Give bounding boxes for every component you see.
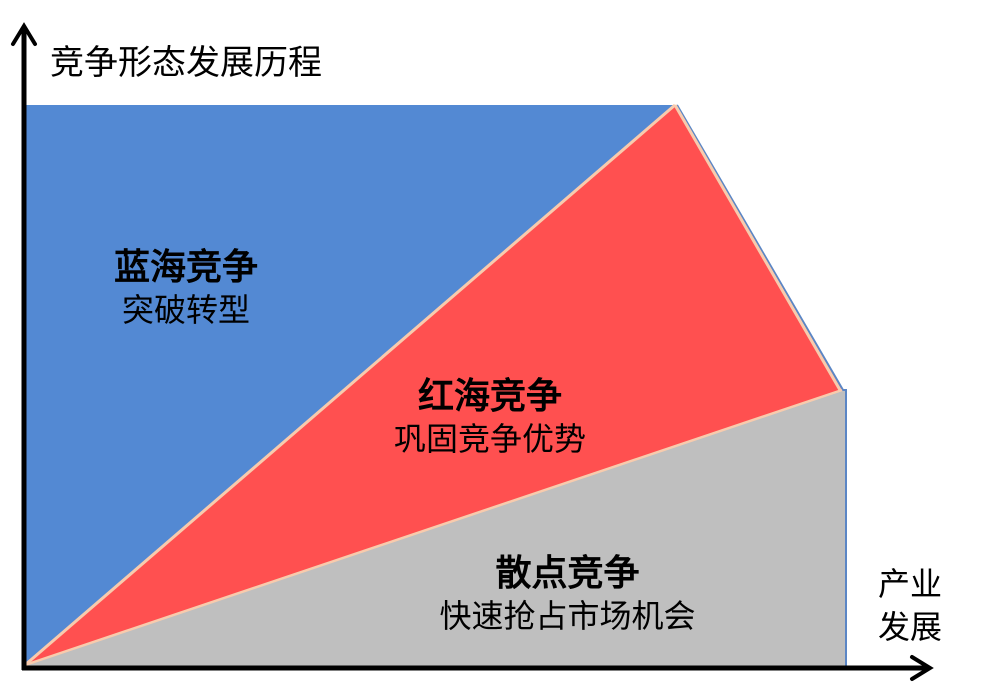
blue-ocean-label: 蓝海竞争 突破转型: [86, 246, 286, 330]
red-ocean-subtitle: 巩固竞争优势: [393, 420, 586, 458]
blue-ocean-title: 蓝海竞争: [113, 247, 258, 288]
red-ocean-title: 红海竞争: [417, 376, 562, 417]
y-axis-arrow-icon: [11, 22, 37, 46]
blue-ocean-subtitle: 突破转型: [121, 291, 250, 329]
x-axis-arrow-icon: [910, 655, 934, 681]
x-axis-label-line1: 产业: [878, 565, 943, 603]
scattered-label: 散点竞争 快速抢占市场机会: [400, 552, 735, 636]
separator-line-upper: [24, 103, 676, 667]
red-region-outer-edge: [676, 104, 847, 668]
red-ocean-label: 红海竞争 巩固竞争优势: [340, 375, 640, 459]
scattered-subtitle: 快速抢占市场机会: [439, 597, 696, 635]
red-ocean-region: [25, 105, 842, 665]
separator-line-right: [673, 104, 842, 391]
y-axis-label: 竞争形态发展历程: [50, 43, 322, 83]
separator-line-lower: [24, 388, 843, 667]
x-axis-label-line2: 发展: [878, 608, 943, 646]
scattered-region: [25, 390, 845, 668]
scattered-title: 散点竞争: [495, 553, 640, 594]
